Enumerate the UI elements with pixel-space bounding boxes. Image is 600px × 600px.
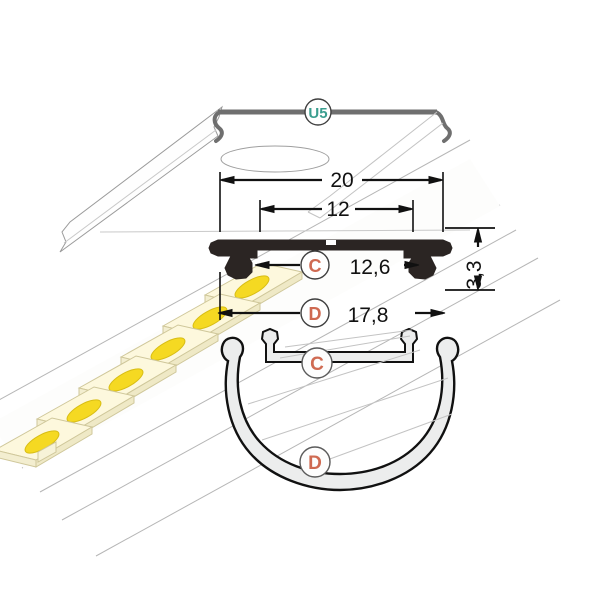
led-chip-group — [0, 262, 304, 468]
dimension-12-6: 12,6 — [254, 256, 420, 279]
strip-end-ellipse — [220, 145, 330, 173]
dimension-12-6-arrow-left — [254, 260, 270, 270]
cover-d-marker-top[interactable]: D — [300, 298, 330, 328]
cover-c-part-badge-circle — [301, 347, 333, 379]
led-strip — [0, 139, 561, 557]
cover-c-flat — [260, 327, 419, 363]
dimension-20-arrow-left — [219, 175, 235, 185]
u5-badge-circle — [304, 98, 332, 126]
mounting-clip — [59, 105, 471, 253]
cover-c-marker-top[interactable]: C — [300, 250, 330, 280]
dimension-3-3-arrow-bottom — [473, 275, 483, 291]
profile-outline — [208, 239, 453, 280]
dimension-17-8-arrow-left — [217, 308, 233, 318]
aluminium-profile-body — [208, 239, 453, 280]
mounting-clip-projection-line — [99, 229, 471, 233]
cover-c-part-badge-label: C — [310, 354, 324, 375]
cover-d-top-badge-label: D — [309, 304, 322, 324]
cover-d-marker-part[interactable]: D — [299, 446, 331, 478]
cover-d-outline — [220, 336, 460, 492]
cover-c-outline — [260, 327, 419, 363]
dimension-20-label: 20 — [330, 169, 353, 192]
led-chip — [0, 417, 94, 468]
cover-d-part-badge-label: D — [308, 453, 322, 474]
profile-center-notch — [326, 240, 336, 245]
dimension-17-8-arrow-right — [430, 308, 446, 318]
mounting-clip-body — [59, 105, 223, 253]
dimension-12-6-arrow-right — [404, 260, 420, 270]
u5-bar-perspective-edge-c — [307, 211, 321, 219]
dimension-12-arrow-right — [398, 204, 414, 214]
dimension-12-6-label: 12,6 — [350, 256, 391, 279]
cover-c-top-badge-circle — [300, 250, 330, 280]
dimension-12-label: 12 — [326, 198, 349, 221]
dimension-20: 20 — [219, 169, 444, 232]
cover-d-part-badge-circle — [299, 446, 331, 478]
dimension-12-arrow-left — [259, 204, 275, 214]
cover-c-perspective-lines — [279, 329, 413, 359]
dimension-3-3-label: 3,3 — [463, 260, 486, 289]
cover-c-marker-part[interactable]: C — [301, 347, 333, 379]
mounting-clip-u5[interactable]: U5 — [304, 98, 332, 126]
dimension-3-3: 3,3 — [445, 227, 495, 291]
dimension-17-8-label: 17,8 — [348, 304, 389, 327]
dimension-20-arrow-right — [428, 175, 444, 185]
mounting-clip-edge-line — [63, 129, 217, 244]
u5-bar-end-left — [212, 110, 224, 143]
u5-bar-perspective-edge-a — [307, 111, 438, 213]
u5-bar-end-right — [434, 110, 452, 143]
dimension-3-3-arrow-top — [473, 227, 483, 243]
cover-c-top-badge-label: C — [309, 256, 322, 276]
u5-badge-label: U5 — [308, 105, 327, 122]
cover-d-round — [220, 336, 460, 492]
led-chip — [37, 441, 57, 463]
dimension-12: 12 — [259, 198, 414, 232]
cover-d-top-badge-circle — [300, 298, 330, 328]
u5-bar-perspective-edge-b — [319, 122, 444, 219]
dimension-17-8: 17,8 — [217, 272, 446, 327]
